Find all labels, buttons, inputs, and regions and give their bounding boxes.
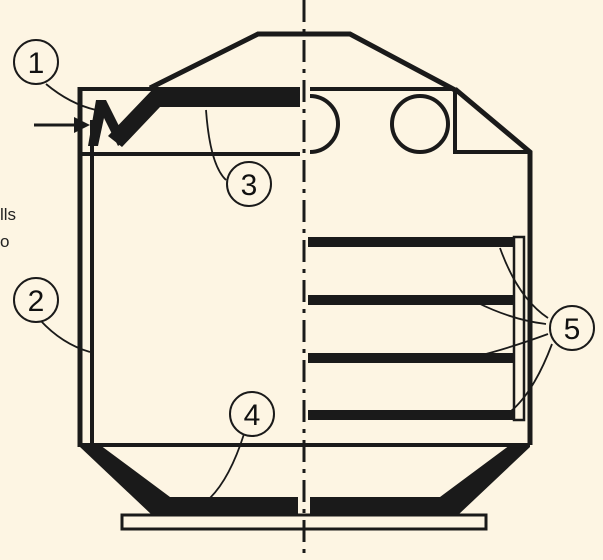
hopper-right-wall	[440, 445, 530, 515]
leader-line-4	[209, 433, 245, 499]
circle-port	[390, 94, 450, 154]
callout-4-label: 4	[244, 399, 261, 432]
callout-1-label: 1	[28, 47, 45, 80]
baffle-plate-4	[308, 410, 513, 420]
leader-line-2	[39, 319, 91, 353]
callout-2: 2	[13, 277, 59, 323]
top-right-chamfer	[453, 87, 533, 445]
bottom-plate-right	[310, 497, 458, 515]
leader-line-5a	[499, 247, 549, 319]
baffle-support-frame	[512, 235, 526, 422]
callout-5-label: 5	[564, 313, 581, 346]
callout-2-label: 2	[28, 285, 45, 318]
leader-line-5c	[477, 333, 549, 357]
baffle-plate-2	[308, 295, 513, 305]
vessel-roof	[148, 31, 457, 93]
callout-5: 5	[549, 305, 595, 351]
leader-line-5d	[509, 343, 553, 413]
top-right-notch	[453, 90, 530, 154]
thick-top-pipe	[108, 90, 300, 147]
leader-line-5b	[475, 301, 547, 325]
hopper-left-wall	[80, 445, 170, 515]
half-circle-port	[309, 94, 340, 154]
leader-line-3	[205, 109, 227, 181]
edge-text-line-2: o	[0, 232, 9, 251]
callout-3-label: 3	[241, 169, 258, 202]
callout-3: 3	[226, 161, 272, 207]
edge-text-line-1: lls	[0, 205, 16, 224]
leader-line-1	[45, 83, 97, 111]
bottom-plate-left	[152, 497, 298, 515]
callout-4: 4	[229, 391, 275, 437]
callout-1: 1	[13, 39, 59, 85]
baffle-plate-1	[308, 237, 513, 247]
baffle-plate-3	[308, 353, 513, 363]
arrow-right-icon	[74, 117, 90, 133]
inlet-nozzle	[88, 100, 126, 146]
